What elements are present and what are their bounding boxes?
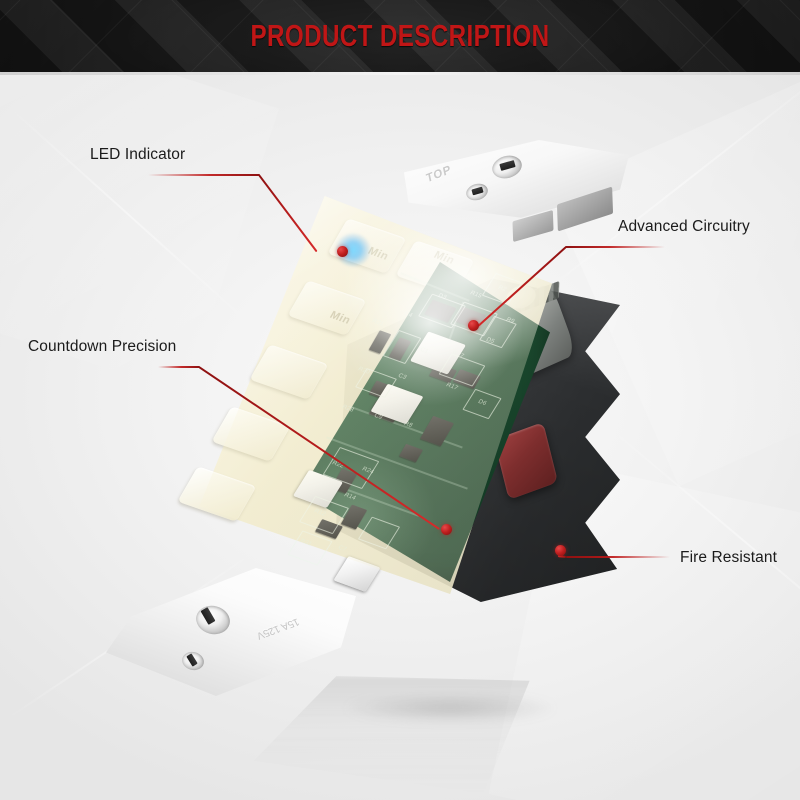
mounting-strap-bottom: [106, 568, 356, 696]
header-band: PRODUCT DESCRIPTION: [0, 0, 800, 72]
callout-endpoint-led-indicator: [337, 246, 348, 257]
product-shadow: [300, 688, 600, 728]
page-title: PRODUCT DESCRIPTION: [250, 18, 550, 53]
callout-endpoint-fire-resistant: [555, 545, 566, 556]
callout-leader-horizontal-countdown-precision: [158, 366, 200, 368]
callout-label-led-indicator: LED Indicator: [90, 146, 186, 163]
callout-leader-horizontal-led-indicator: [148, 174, 260, 176]
header-divider: [0, 72, 800, 75]
callout-leader-horizontal-advanced-circuitry: [565, 246, 665, 248]
callout-leader-horizontal-fire-resistant: [566, 556, 670, 558]
callout-label-countdown-precision: Countdown Precision: [28, 338, 177, 355]
header-vignette: [0, 0, 800, 72]
callout-label-fire-resistant: Fire Resistant: [680, 549, 778, 566]
callout-endpoint-countdown-precision: [441, 524, 452, 535]
callout-label-advanced-circuitry: Advanced Circuitry: [618, 218, 750, 235]
header-diagonal-pattern: [0, 0, 800, 72]
callout-endpoint-advanced-circuitry: [468, 320, 479, 331]
